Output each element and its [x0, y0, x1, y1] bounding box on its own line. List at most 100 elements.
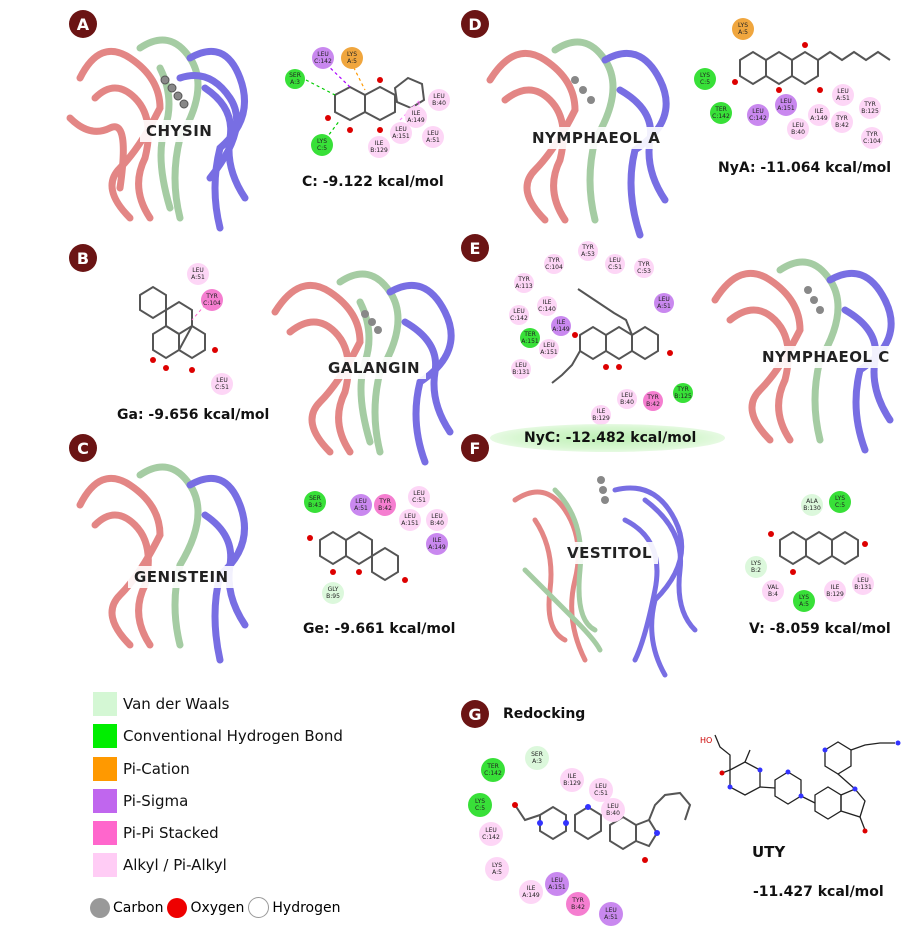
- panel-g-binding-energy: -11.427 kcal/mol: [753, 884, 884, 900]
- panel-e-ligand-name: NYMPHAEOL C: [756, 346, 896, 368]
- panel-g-interaction-diagram: [505, 785, 705, 885]
- atom-legend: Carbon Oxygen Hydrogen: [90, 897, 341, 918]
- panel-c-interaction-diagram: [300, 510, 450, 590]
- nymphaeol-a-2d-structure: [732, 42, 891, 93]
- legend-label-pi-cation: Pi-Cation: [123, 760, 190, 778]
- atom-label-carbon: Carbon: [113, 899, 164, 916]
- galangin-2d-structure: [139, 285, 218, 373]
- panel-d-badge: D: [461, 10, 489, 38]
- panel-b-protein-structure: [260, 252, 465, 467]
- atom-label-oxygen: Oxygen: [190, 899, 245, 916]
- genistein-2d-structure: [307, 530, 408, 583]
- legend-item-vdw: Van der Waals: [93, 692, 230, 716]
- panel-b-ligand-name: GALANGIN: [322, 357, 427, 379]
- legend-label-pi-sigma: Pi-Sigma: [123, 792, 189, 810]
- protein-ribbon-b: [271, 270, 455, 466]
- panel-c-protein-structure: [60, 445, 260, 670]
- panel-f-binding-energy: V: -8.059 kcal/mol: [749, 621, 891, 637]
- panel-d-interaction-diagram: [730, 30, 905, 110]
- vestitol-2d-structure: [768, 530, 868, 575]
- panel-c-ligand-name: GENISTEIN: [128, 566, 235, 588]
- panel-a-ligand-name: CHYSIN: [140, 120, 219, 142]
- panel-a-badge: A: [69, 10, 97, 38]
- legend-item-pi-cation: Pi-Cation: [93, 757, 190, 781]
- legend-item-hbond: Conventional Hydrogen Bond: [93, 724, 343, 748]
- protein-ribbon-e: [711, 258, 895, 454]
- uty-redocked-2d-structure: [512, 791, 692, 863]
- uty-skeletal-formula: [714, 734, 901, 834]
- panel-b-binding-energy: Ga: -9.656 kcal/mol: [117, 407, 270, 423]
- panel-c-binding-energy: Ge: -9.661 kcal/mol: [303, 621, 456, 637]
- oxygen-dot-icon: [167, 897, 188, 918]
- legend-item-pi-pi: Pi-Pi Stacked: [93, 821, 219, 845]
- panel-f-ligand-name: VESTITOL: [561, 542, 659, 564]
- atom-label-hydrogen: Hydrogen: [272, 899, 341, 916]
- legend-swatch-pi-cation: [93, 757, 117, 781]
- legend-item-alkyl: Alkyl / Pi-Alkyl: [93, 853, 227, 877]
- panel-e-protein-structure: [700, 240, 905, 455]
- panel-e-binding-energy: NyC: -12.482 kcal/mol: [524, 430, 697, 446]
- panel-g-title: Redocking: [503, 706, 586, 722]
- panel-g-badge: G: [461, 700, 489, 728]
- nymphaeol-c-2d-structure: [551, 288, 673, 384]
- panel-a-binding-energy: C: -9.122 kcal/mol: [302, 174, 444, 190]
- carbon-dot-icon: [90, 897, 110, 918]
- panel-c-badge: C: [69, 434, 97, 462]
- uty-chemical-structure: [700, 725, 910, 850]
- legend-item-pi-sigma: Pi-Sigma: [93, 789, 188, 813]
- panel-b-interaction-diagram: [120, 270, 240, 390]
- hydrogen-dot-icon: [248, 897, 270, 918]
- legend-swatch-vdw: [93, 692, 117, 716]
- panel-f-interaction-diagram: [765, 520, 895, 580]
- legend-swatch-pi-sigma: [93, 789, 117, 813]
- protein-ribbon-c: [76, 463, 249, 664]
